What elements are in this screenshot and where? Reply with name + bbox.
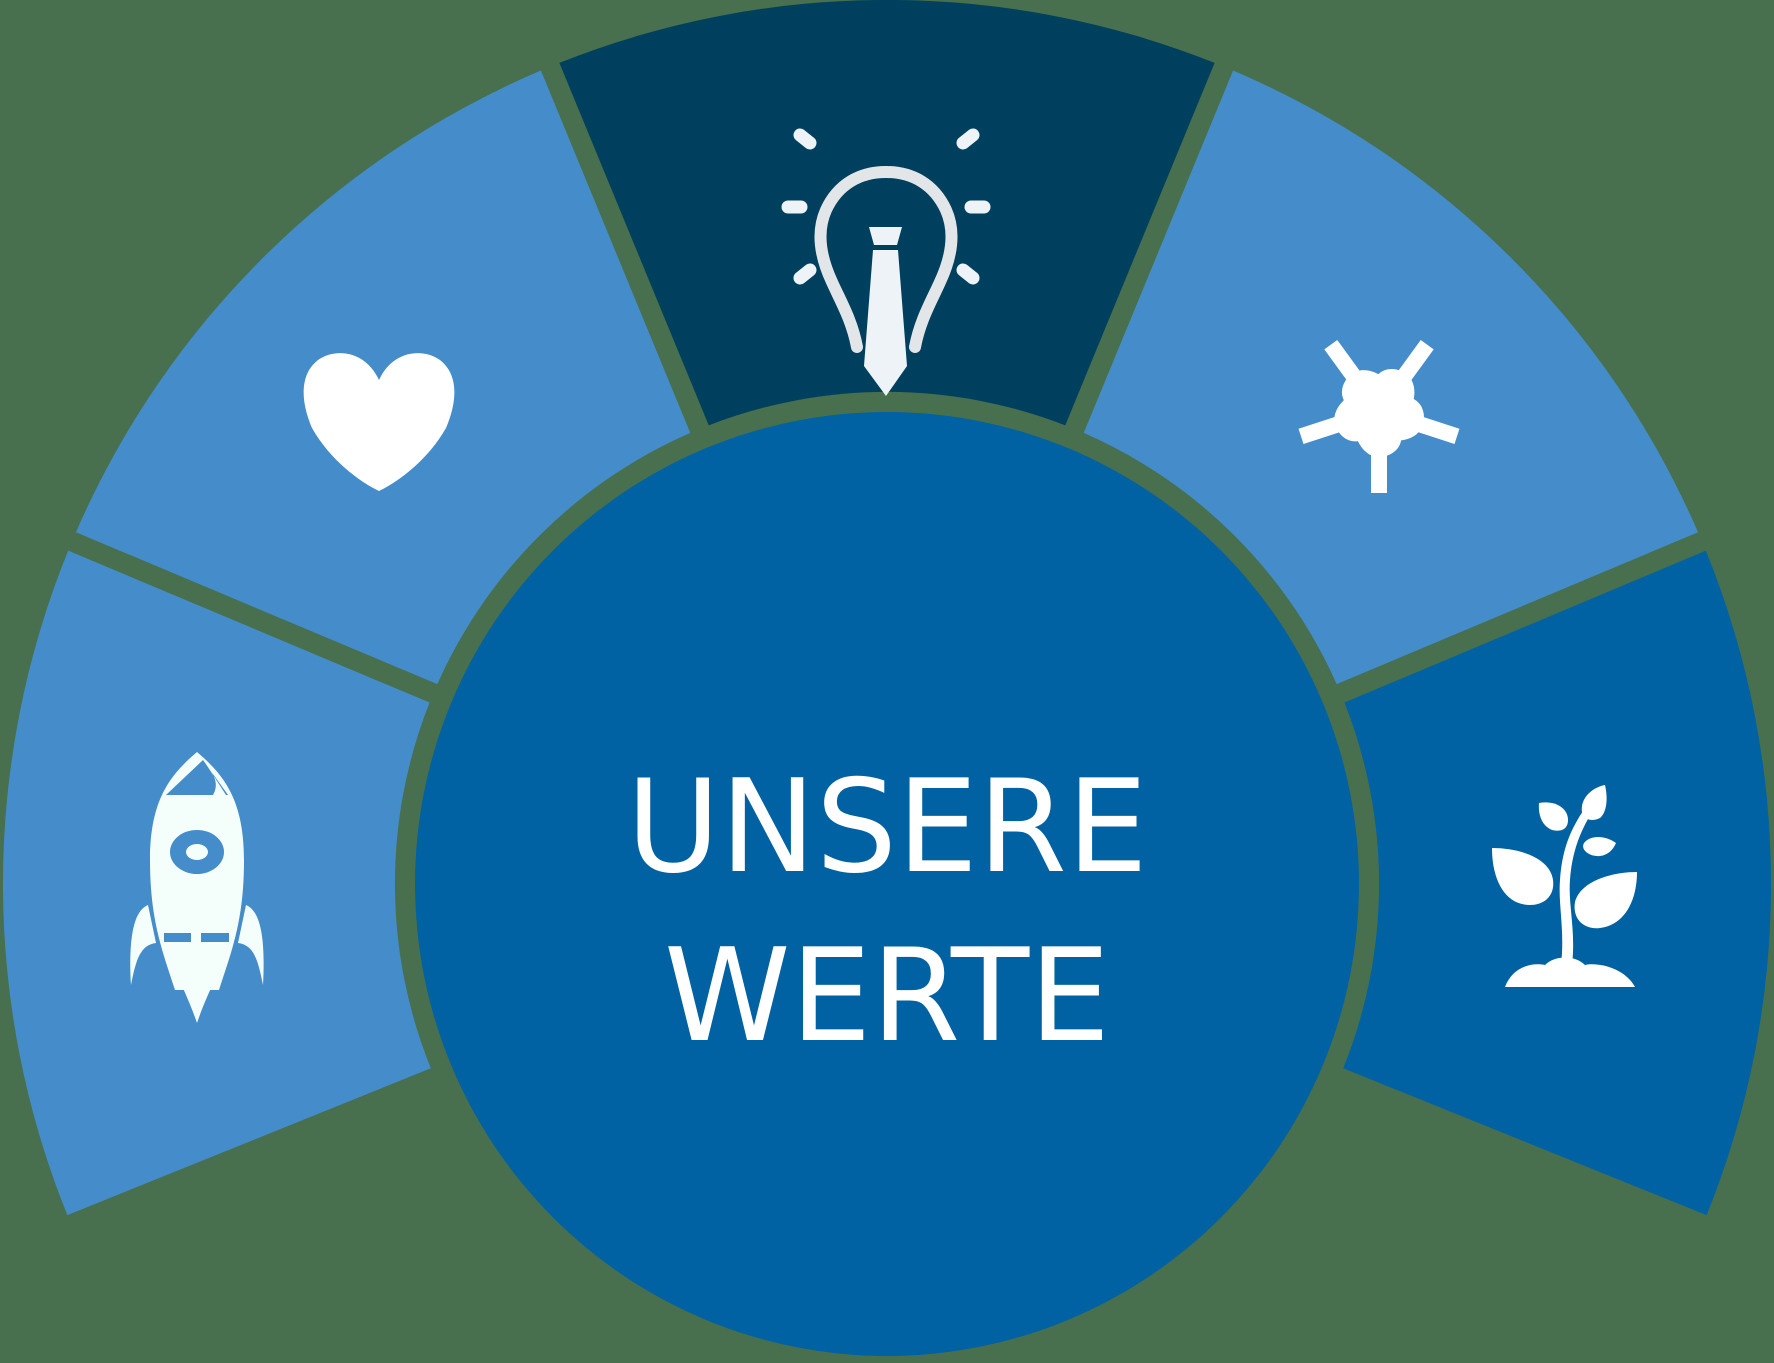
lightbulb-tie-icon: [781, 128, 991, 396]
segment-sustainability: [1343, 550, 1772, 1216]
sprout-icon: [1492, 785, 1637, 987]
center-circle: [415, 412, 1359, 1356]
rocket-icon: [130, 752, 264, 1023]
joined-hands-icon: [1291, 325, 1467, 493]
heart-icon: [303, 353, 455, 491]
center-title: UNSERE WERTE: [626, 753, 1147, 1071]
segment-ideas: [559, 0, 1215, 426]
title-line-2: WERTE: [664, 922, 1110, 1071]
title-line-1: UNSERE: [626, 753, 1147, 902]
